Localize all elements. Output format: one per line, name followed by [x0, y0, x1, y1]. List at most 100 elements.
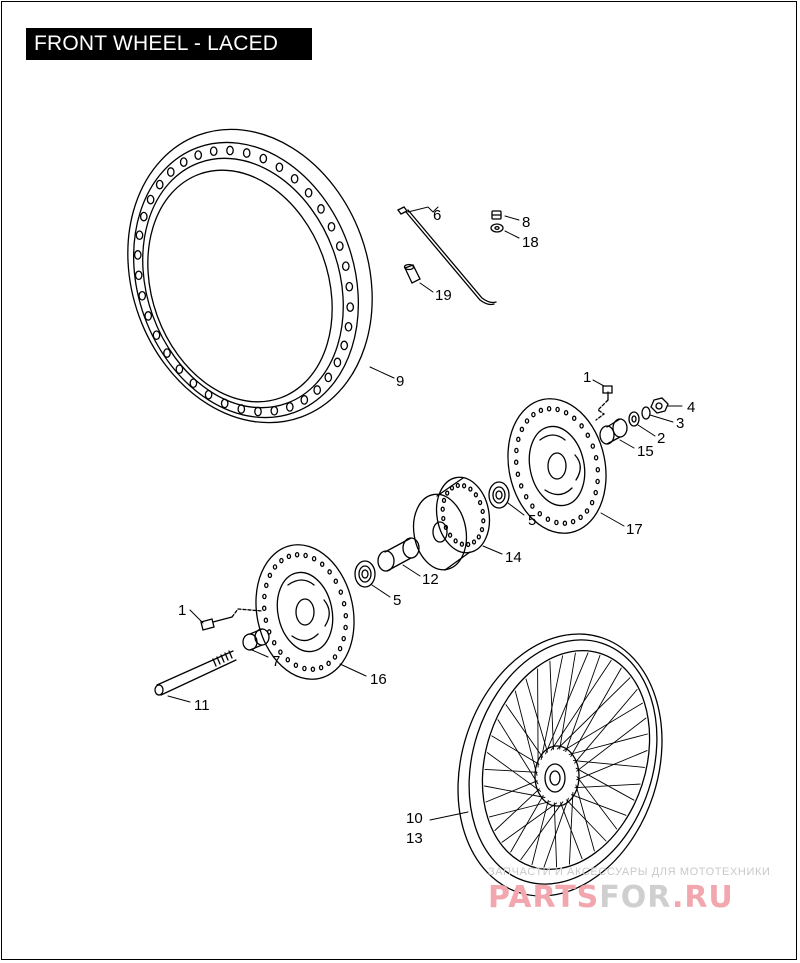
- wheel-spoke: [497, 719, 539, 785]
- wheel-spoke: [568, 791, 574, 865]
- disc-hole: [595, 466, 601, 473]
- disc-hole: [554, 519, 559, 526]
- wheel-spoke: [514, 690, 538, 776]
- watermark-logo-end: .RU: [671, 880, 734, 915]
- disc-hole: [514, 447, 519, 454]
- disc-17-holes: [513, 405, 601, 527]
- hub-hole: [443, 524, 449, 531]
- rim-hole: [254, 406, 262, 417]
- hub-hole: [461, 483, 467, 489]
- disc-hole: [319, 561, 325, 568]
- disc-hole: [584, 508, 590, 514]
- spacer-part-15: [599, 418, 628, 445]
- rim-hole: [146, 194, 155, 205]
- disc-hole: [578, 514, 583, 521]
- disc-hole: [338, 589, 344, 595]
- rim-hole: [290, 173, 299, 184]
- disc-hole: [343, 612, 349, 619]
- rim-hole: [317, 204, 325, 214]
- wheel-spoke: [570, 667, 622, 757]
- disc-hole: [515, 471, 521, 478]
- disc-hole: [523, 493, 529, 500]
- wheel-spoke: [525, 678, 548, 753]
- disc-hole: [318, 664, 324, 671]
- callout-15: 15: [637, 443, 654, 460]
- hub-hole: [441, 515, 446, 522]
- washer-part-3: [641, 406, 651, 420]
- spacer-tube-part-12: [377, 537, 420, 572]
- rim-hole: [340, 340, 349, 351]
- rim-hole: [204, 389, 213, 400]
- callout-14: 14: [505, 549, 522, 566]
- wheel-spoke: [549, 660, 554, 750]
- callout-7: 7: [272, 653, 280, 670]
- callout-16: 16: [370, 671, 387, 688]
- wheel-spoke: [520, 801, 564, 861]
- disc-hole: [311, 555, 317, 562]
- wheel-spoke: [576, 776, 618, 830]
- callout-5-lower: 5: [393, 592, 401, 609]
- spacer-part-7: [242, 628, 270, 651]
- callout-18: 18: [522, 234, 539, 251]
- rim-hole: [175, 364, 184, 375]
- rim-hole: [166, 167, 175, 177]
- disc-hole: [530, 503, 535, 509]
- washer-part-2: [628, 411, 640, 427]
- disc-hole: [262, 593, 267, 600]
- disc-hole: [293, 662, 299, 669]
- wheel-spoke: [484, 785, 546, 798]
- rim-hole: [220, 398, 229, 409]
- hub-hole: [441, 497, 447, 504]
- disc-hole: [264, 582, 269, 589]
- callout-10: 10: [406, 810, 423, 827]
- callout-2: 2: [657, 430, 665, 447]
- rim-hole: [313, 385, 322, 395]
- disc-hole: [519, 426, 525, 433]
- callout-12: 12: [422, 571, 439, 588]
- disc-hole: [326, 660, 331, 667]
- brake-disc-part-17: [507, 398, 607, 534]
- rim-hole: [209, 146, 218, 157]
- disc-hole: [579, 423, 584, 429]
- hub-hole: [447, 532, 453, 538]
- callout-6: 6: [433, 207, 441, 224]
- disc-hole: [546, 405, 552, 412]
- disc-hole: [537, 510, 543, 517]
- disc-hole: [563, 409, 569, 416]
- hub-hole: [440, 506, 445, 512]
- disc-hole: [593, 454, 599, 461]
- disc-hole: [513, 459, 519, 466]
- rim-hole: [194, 150, 203, 160]
- disc-hole: [341, 600, 347, 607]
- rim-hole: [304, 187, 313, 198]
- wheel-spoke: [484, 768, 538, 773]
- hub-hole: [479, 526, 485, 533]
- callout-19: 19: [435, 287, 452, 304]
- hub-hole: [476, 534, 481, 540]
- disc-hole: [285, 656, 291, 663]
- wheel-spoke: [505, 704, 544, 758]
- rim-spoke-holes: [133, 145, 355, 417]
- callout-1-upper: 1: [583, 369, 591, 386]
- wheel-spoke: [491, 735, 540, 765]
- disc-hole: [516, 436, 521, 443]
- callout-labels: 6 8 18 19 9 1 4 3 2 15 5 17 14 12 5 1 7 …: [178, 207, 695, 847]
- hub-hole: [466, 541, 471, 548]
- watermark-logo-main: PARTS: [488, 880, 600, 915]
- wheel-spoke: [574, 689, 638, 764]
- rim-hole: [275, 162, 284, 173]
- rim-hole: [139, 211, 148, 222]
- disc-hole: [332, 654, 338, 660]
- wheel-spoke: [510, 795, 544, 853]
- disc-hole: [595, 478, 600, 485]
- disc-hole: [261, 605, 267, 612]
- watermark-logo: PARTSFOR.RU: [488, 880, 734, 915]
- hub-hole: [471, 539, 477, 545]
- hub-hole: [481, 518, 486, 524]
- disc-hole: [302, 665, 307, 672]
- wheel-spoke: [572, 760, 646, 768]
- leader-lines: [167, 206, 683, 821]
- callout-13: 13: [406, 830, 423, 847]
- rim-hole: [335, 241, 344, 251]
